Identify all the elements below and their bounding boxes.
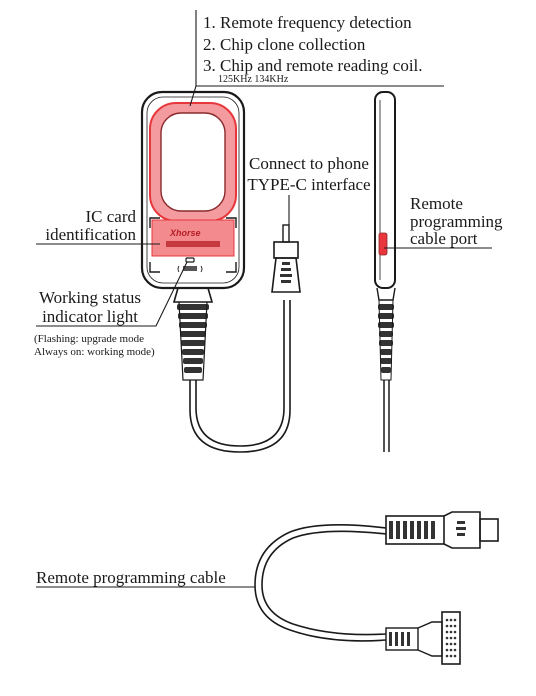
phone-connect-label-2: TYPE-C interface bbox=[247, 175, 371, 194]
leader-functions-coil bbox=[189, 85, 197, 107]
function-2-label: 2. Chip clone collection bbox=[203, 35, 366, 54]
frequency-label: 125KHz 134KHz bbox=[218, 74, 289, 85]
device-side-view bbox=[374, 91, 396, 452]
ic-card-label-2: identification bbox=[45, 225, 136, 244]
leader-status bbox=[36, 261, 188, 327]
svg-text:Xhorse: Xhorse bbox=[169, 228, 201, 238]
status-mode-flashing: (Flashing: upgrade mode bbox=[34, 333, 144, 345]
cable-bottom-connector bbox=[385, 611, 461, 665]
phone-connect-label-1: Connect to phone bbox=[249, 154, 369, 173]
status-light-label-1: Working status bbox=[38, 288, 142, 307]
status-light-label-2: indicator light bbox=[42, 307, 138, 326]
remote-port-label-1: Remote bbox=[410, 194, 463, 213]
type-c-connector bbox=[271, 224, 301, 293]
xhorse-logo: Xhorse bbox=[166, 228, 220, 247]
programming-cable-label: Remote programming cable bbox=[36, 568, 226, 587]
device-cable bbox=[189, 300, 291, 453]
ic-card-area-highlight bbox=[151, 219, 235, 257]
function-3-label: 3. Chip and remote reading coil. bbox=[203, 56, 423, 75]
card-area-brackets bbox=[149, 217, 237, 273]
programming-cable-wire bbox=[254, 524, 387, 642]
cable-top-connector bbox=[385, 511, 499, 549]
indicator-light bbox=[177, 257, 203, 273]
function-1-label: 1. Remote frequency detection bbox=[203, 13, 412, 32]
leader-lines bbox=[36, 10, 492, 588]
remote-port-label-2: programming bbox=[410, 212, 503, 231]
reading-coil-highlight bbox=[149, 102, 237, 222]
remote-port-label-3: cable port bbox=[410, 229, 478, 248]
ic-card-label-1: IC card bbox=[85, 207, 136, 226]
device-cable-strain-relief bbox=[172, 287, 214, 381]
status-mode-always-on: Always on: working mode) bbox=[34, 346, 155, 358]
